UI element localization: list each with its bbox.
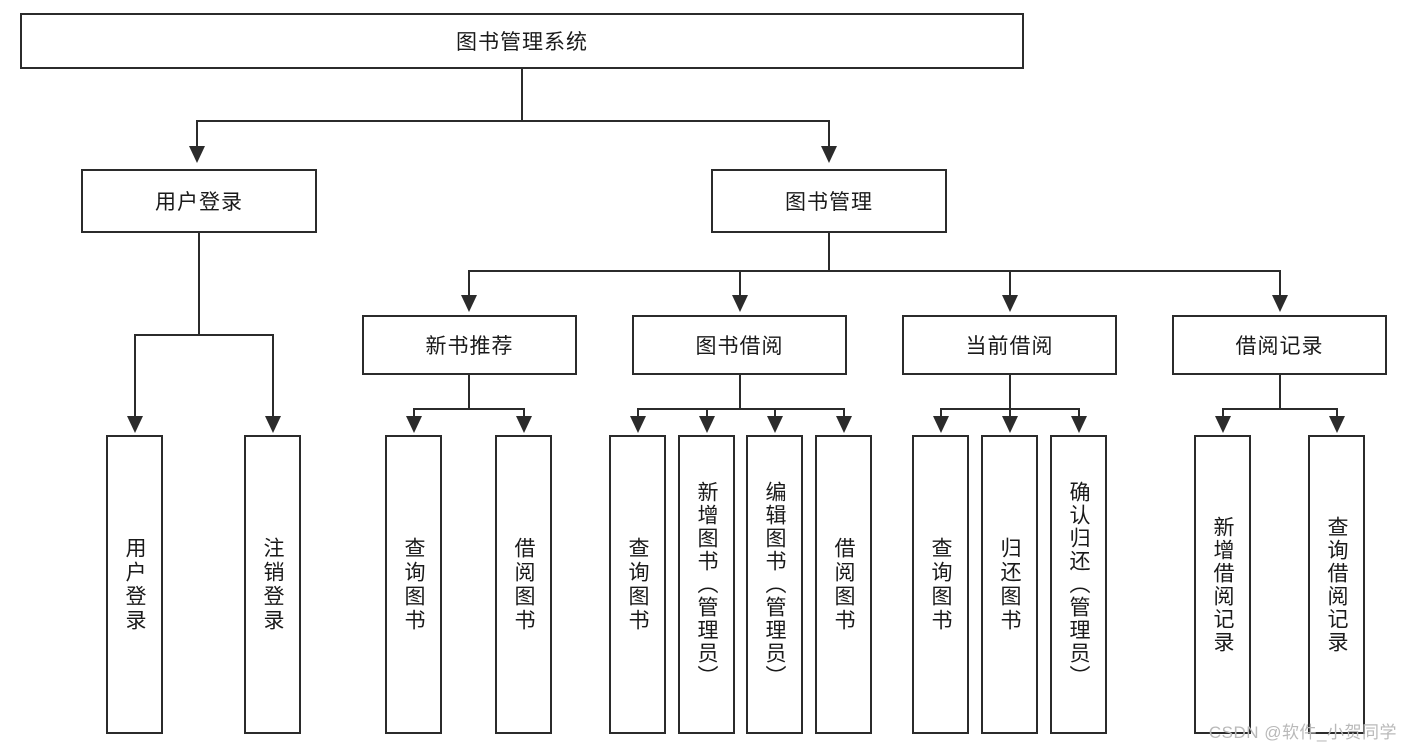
- arrow-bb-to-leaf-2: [699, 416, 715, 433]
- connector-user-login-to-leaf-1: [134, 334, 136, 418]
- arrow-bb-to-leaf-1: [630, 416, 646, 433]
- connector-user-login-stem: [198, 233, 200, 335]
- leaf-query-book-3[interactable]: 查询图书: [912, 435, 969, 734]
- node-current-borrow[interactable]: 当前借阅: [902, 315, 1117, 375]
- node-book-borrow[interactable]: 图书借阅: [632, 315, 847, 375]
- arrow-bm-to-book-borrow: [732, 295, 748, 312]
- arrow-cb-to-leaf-3: [1071, 416, 1087, 433]
- connector-cb-to-leaf-1: [940, 408, 942, 418]
- connector-root-bar: [196, 120, 830, 122]
- connector-bm-to-borrow-record: [1279, 270, 1281, 297]
- connector-nbr-bar: [413, 408, 525, 410]
- connector-book-management-stem: [828, 233, 830, 271]
- arrow-bb-to-leaf-3: [767, 416, 783, 433]
- connector-bb-to-leaf-2: [706, 408, 708, 418]
- leaf-user-logout[interactable]: 注销登录: [244, 435, 301, 734]
- leaf-edit-book[interactable]: 编辑图书（管理员）: [746, 435, 803, 734]
- watermark-text: CSDN @软件_小贺同学: [1208, 723, 1397, 742]
- arrow-user-login-to-leaf-2: [265, 416, 281, 433]
- connector-nbr-to-leaf-1: [413, 408, 415, 418]
- leaf-query-book-2[interactable]: 查询图书: [609, 435, 666, 734]
- connector-br-to-leaf-1: [1222, 408, 1224, 418]
- connector-nbr-to-leaf-2: [523, 408, 525, 418]
- connector-cb-to-leaf-2: [1009, 408, 1011, 418]
- leaf-query-record[interactable]: 查询借阅记录: [1308, 435, 1365, 734]
- arrow-bm-to-new-book-recommend: [461, 295, 477, 312]
- connector-bm-to-current-borrow: [1009, 270, 1011, 297]
- arrow-bm-to-current-borrow: [1002, 295, 1018, 312]
- node-new-book-recommend[interactable]: 新书推荐: [362, 315, 577, 375]
- connector-br-stem: [1279, 375, 1281, 409]
- connector-bb-to-leaf-4: [843, 408, 845, 418]
- connector-bb-to-leaf-1: [637, 408, 639, 418]
- arrow-bb-to-leaf-4: [836, 416, 852, 433]
- arrow-cb-to-leaf-2: [1002, 416, 1018, 433]
- connector-bm-to-new-book-recommend: [468, 270, 470, 297]
- arrow-br-to-leaf-1: [1215, 416, 1231, 433]
- connector-bm-to-book-borrow: [739, 270, 741, 297]
- connector-user-login-to-leaf-2: [272, 334, 274, 418]
- connector-nbr-stem: [468, 375, 470, 409]
- leaf-borrow-book-1[interactable]: 借阅图书: [495, 435, 552, 734]
- node-book-management[interactable]: 图书管理: [711, 169, 947, 233]
- leaf-add-record[interactable]: 新增借阅记录: [1194, 435, 1251, 734]
- connector-root-to-book-management: [828, 120, 830, 148]
- connector-book-management-bar: [468, 270, 1280, 272]
- connector-cb-stem: [1009, 375, 1011, 409]
- leaf-borrow-book-2[interactable]: 借阅图书: [815, 435, 872, 734]
- connector-bb-to-leaf-3: [774, 408, 776, 418]
- arrow-cb-to-leaf-1: [933, 416, 949, 433]
- connector-br-bar: [1222, 408, 1338, 410]
- connector-root-stem: [521, 69, 523, 121]
- connector-br-to-leaf-2: [1336, 408, 1338, 418]
- connector-cb-to-leaf-3: [1078, 408, 1080, 418]
- node-borrow-record[interactable]: 借阅记录: [1172, 315, 1387, 375]
- connector-user-login-bar: [134, 334, 274, 336]
- arrow-user-login-to-leaf-1: [127, 416, 143, 433]
- arrow-root-to-user-login: [189, 146, 205, 163]
- connector-bb-stem: [739, 375, 741, 409]
- arrow-bm-to-borrow-record: [1272, 295, 1288, 312]
- arrow-nbr-to-leaf-2: [516, 416, 532, 433]
- leaf-add-book[interactable]: 新增图书（管理员）: [678, 435, 735, 734]
- connector-bb-bar: [637, 408, 845, 410]
- node-user-login[interactable]: 用户登录: [81, 169, 317, 233]
- node-root-system[interactable]: 图书管理系统: [20, 13, 1024, 69]
- arrow-nbr-to-leaf-1: [406, 416, 422, 433]
- arrow-br-to-leaf-2: [1329, 416, 1345, 433]
- leaf-return-book[interactable]: 归还图书: [981, 435, 1038, 734]
- leaf-user-login[interactable]: 用户登录: [106, 435, 163, 734]
- leaf-confirm-return[interactable]: 确认归还（管理员）: [1050, 435, 1107, 734]
- connector-root-to-user-login: [196, 120, 198, 148]
- arrow-root-to-book-management: [821, 146, 837, 163]
- leaf-query-book-1[interactable]: 查询图书: [385, 435, 442, 734]
